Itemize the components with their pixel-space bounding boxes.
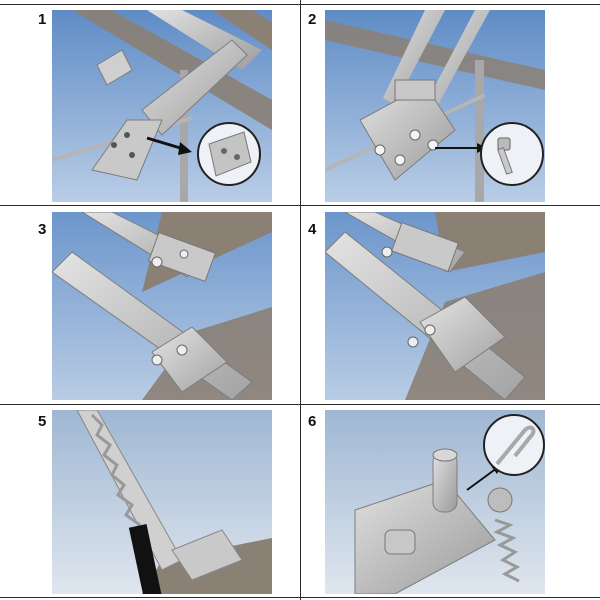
bolt-icon	[480, 122, 544, 186]
row-divider-1	[0, 4, 600, 5]
row-divider-2	[0, 205, 600, 206]
step-5-photo	[52, 410, 272, 594]
slotted-bracket-icon	[197, 122, 261, 186]
step-2-photo	[325, 10, 545, 202]
step-number-6: 6	[308, 413, 317, 430]
step-number-2: 2	[308, 11, 317, 28]
arrow-icon	[146, 136, 192, 155]
row-divider-3	[0, 404, 600, 405]
step-1-photo	[52, 10, 272, 202]
step-3-photo	[52, 212, 272, 400]
step-number-1: 1	[38, 11, 47, 28]
r-clip-pin-icon	[483, 414, 545, 476]
step-number-3: 3	[38, 221, 47, 238]
step-4-photo	[325, 212, 545, 400]
row-divider-4	[0, 597, 600, 598]
column-divider	[300, 0, 301, 600]
step-number-5: 5	[38, 413, 47, 430]
step-number-4: 4	[308, 221, 317, 238]
